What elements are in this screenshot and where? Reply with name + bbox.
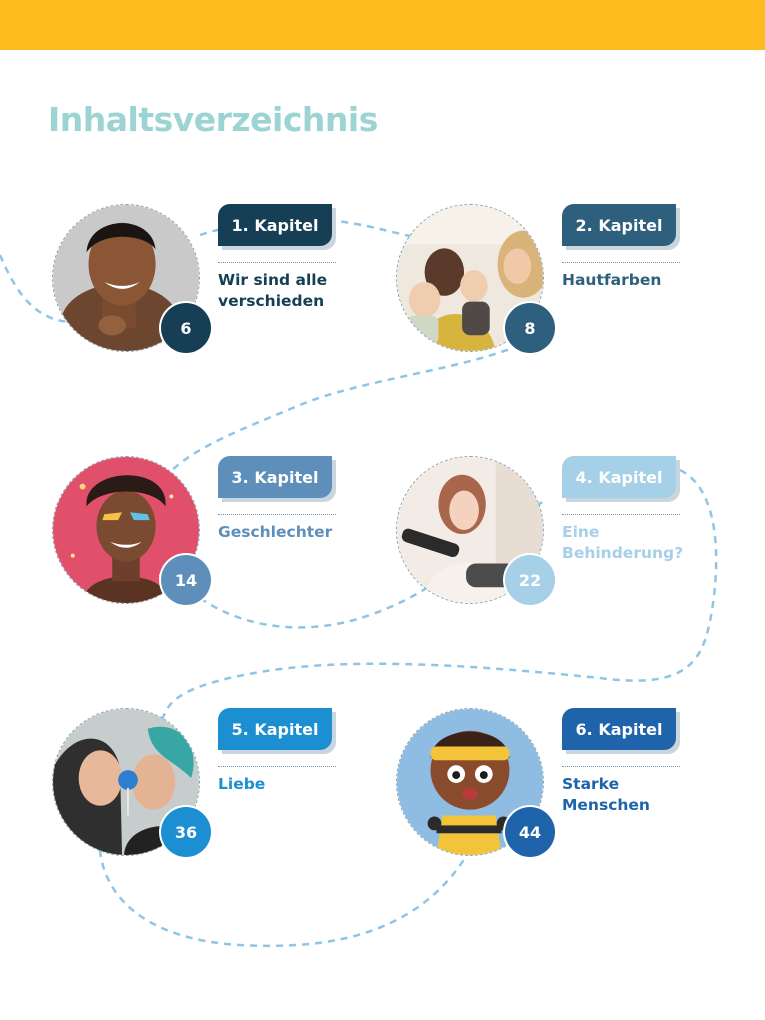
chapter-6-divider <box>562 766 680 767</box>
chapter-5-divider <box>218 766 336 767</box>
chapter-5-title[interactable]: Liebe <box>218 774 388 795</box>
chapter-1-page-number[interactable]: 6 <box>161 303 211 353</box>
chapter-6-title-line-1: Starke <box>562 775 620 793</box>
chapter-2-title[interactable]: Hautfarben <box>562 270 732 291</box>
chapter-2-tab[interactable]: 2. Kapitel <box>562 204 676 246</box>
chapter-1-title[interactable]: Wir sind alle verschieden <box>218 270 388 312</box>
chapter-2-divider <box>562 262 680 263</box>
chapter-1-title-line-1: Wir sind alle <box>218 271 328 289</box>
chapter-4-page-number[interactable]: 22 <box>505 555 555 605</box>
chapter-4-divider <box>562 514 680 515</box>
page-title: Inhaltsverzeichnis <box>48 100 378 139</box>
chapter-4-title-line-2: Behinderung? <box>562 544 684 562</box>
chapter-1-title-line-2: verschieden <box>218 292 325 310</box>
top-accent-bar <box>0 0 765 50</box>
chapter-6-page-number[interactable]: 44 <box>505 807 555 857</box>
chapter-3-page-number[interactable]: 14 <box>161 555 211 605</box>
chapter-1-tab[interactable]: 1. Kapitel <box>218 204 332 246</box>
chapter-1-divider <box>218 262 336 263</box>
chapter-3-photo[interactable] <box>52 456 200 604</box>
chapter-3-title[interactable]: Geschlechter <box>218 522 388 543</box>
chapter-3-title-line-1: Geschlechter <box>218 523 333 541</box>
chapter-5-page-number[interactable]: 36 <box>161 807 211 857</box>
couple-kissing-photo <box>53 709 199 855</box>
chapter-4-title-line-1: Eine <box>562 523 600 541</box>
chapter-5-photo[interactable] <box>52 708 200 856</box>
chapter-5-tab[interactable]: 5. Kapitel <box>218 708 332 750</box>
chapter-5-title-line-1: Liebe <box>218 775 266 793</box>
chapter-4-title[interactable]: Eine Behinderung? <box>562 522 732 564</box>
chapter-3-divider <box>218 514 336 515</box>
chapter-6-tab[interactable]: 6. Kapitel <box>562 708 676 750</box>
chapter-4-tab[interactable]: 4. Kapitel <box>562 456 676 498</box>
chapter-2-title-line-1: Hautfarben <box>562 271 662 289</box>
chapter-3-tab[interactable]: 3. Kapitel <box>218 456 332 498</box>
chapter-6-title[interactable]: Starke Menschen <box>562 774 732 816</box>
chapter-2-page-number[interactable]: 8 <box>505 303 555 353</box>
chapter-6-title-line-2: Menschen <box>562 796 650 814</box>
person-with-glitter-photo <box>53 457 199 603</box>
